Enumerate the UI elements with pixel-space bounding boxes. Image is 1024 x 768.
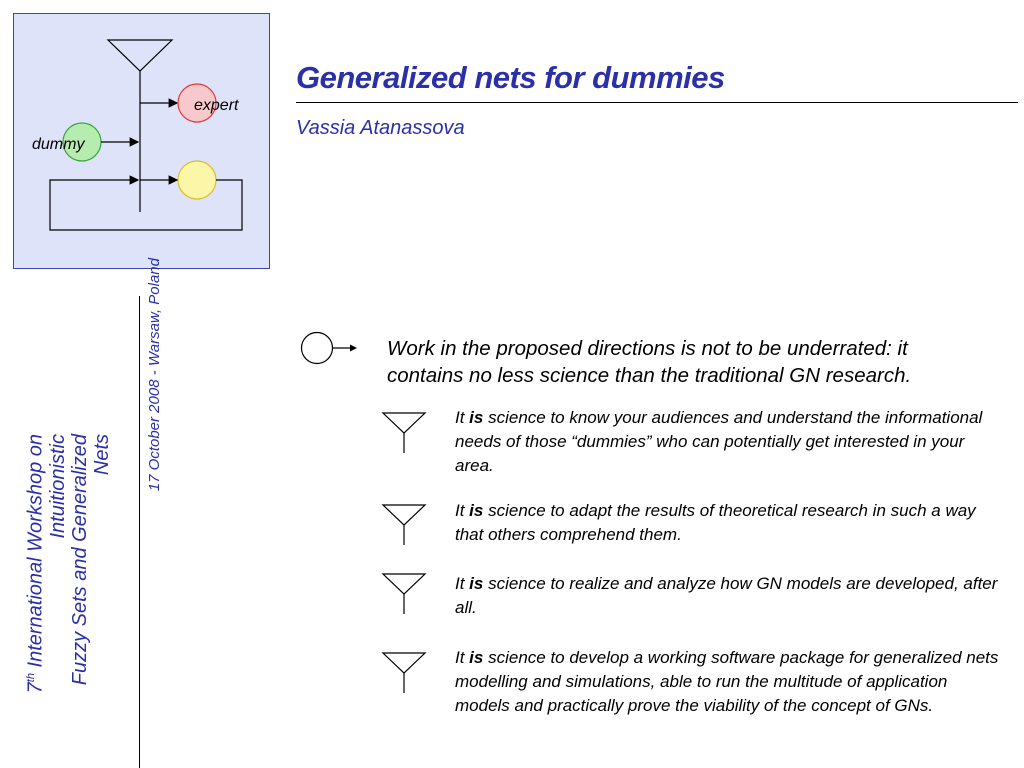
event-ordinal: 7 [24, 682, 47, 694]
gn-diagram: expert dummy [32, 39, 243, 231]
transition-icon [381, 652, 427, 693]
dummy-label: dummy [32, 136, 85, 153]
event-superscript: th [25, 673, 37, 683]
event-date-place: 17 October 2008 - Warsaw, Poland [146, 258, 163, 492]
event-line-2: Fuzzy Sets and Generalized Nets [68, 434, 113, 686]
author-name: Vassia Atanassova [296, 117, 465, 139]
bullet-text: science to realize and analyze how GN mo… [455, 574, 998, 617]
bullet-item-3: It is science to realize and analyze how… [455, 572, 1000, 620]
transition-icon [381, 573, 427, 614]
bullet-prefix: It [455, 501, 470, 520]
transition-icon [381, 412, 427, 453]
bullet-prefix: It [455, 408, 470, 427]
bullet-item-1: It is science to know your audiences and… [455, 406, 1000, 478]
event-name: 7th International Workshop on Intuitioni… [20, 434, 113, 714]
slide-title: Generalized nets for dummies [296, 60, 725, 95]
bullet-emphasis: is [469, 648, 484, 667]
event-line-1-text: International Workshop on Intuitionistic [24, 434, 69, 674]
bullet-prefix: It [455, 574, 470, 593]
bullet-item-2: It is science to adapt the results of th… [455, 499, 1000, 547]
plain-place [177, 160, 217, 200]
bullet-emphasis: is [469, 574, 484, 593]
loop-arc [49, 175, 243, 231]
bullet-emphasis: is [469, 408, 484, 427]
event-line-1: 7th International Workshop on Intuitioni… [20, 434, 69, 714]
expert-label: expert [194, 97, 239, 114]
logo-panel: expert dummy [13, 13, 270, 269]
lead-statement: Work in the proposed directions is not t… [387, 337, 912, 387]
title-divider [296, 102, 1018, 103]
bullet-text: science to develop a working software pa… [455, 648, 999, 715]
bullet-emphasis: is [469, 501, 484, 520]
place-arrow-icon [300, 331, 357, 365]
bullet-prefix: It [455, 648, 470, 667]
bullet-text: science to know your audiences and under… [455, 408, 983, 475]
transition-triangle [106, 39, 174, 72]
bullet-item-4: It is science to develop a working softw… [455, 646, 1000, 718]
transition-icon [381, 504, 427, 545]
sidebar-divider [139, 296, 140, 768]
bullet-text: science to adapt the results of theoreti… [455, 501, 976, 544]
expert-place [177, 83, 217, 123]
